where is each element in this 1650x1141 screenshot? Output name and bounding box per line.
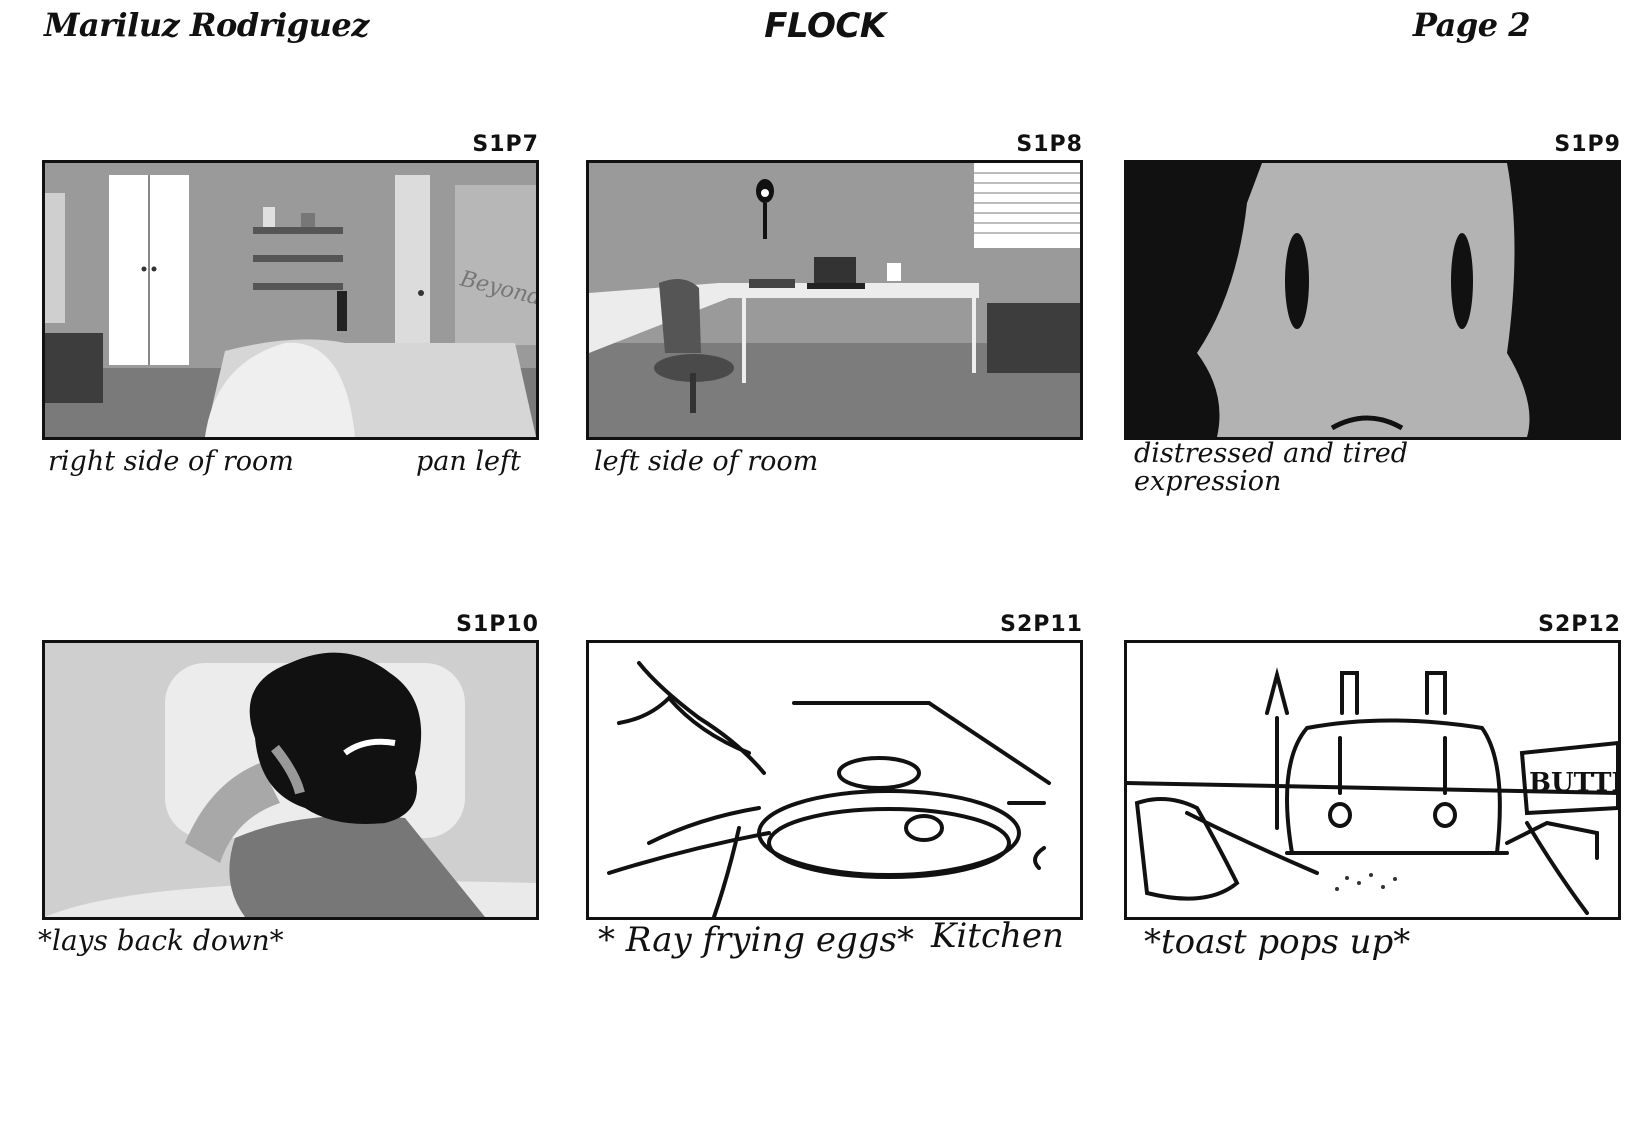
poster-shape — [455, 185, 536, 345]
panel-id: S2P12 — [1538, 612, 1621, 637]
caption-expression: distressed and tired expression — [1134, 438, 1409, 497]
face-closeup-illustration — [1127, 163, 1618, 437]
panel-frame — [586, 160, 1083, 440]
panel-frame — [586, 640, 1083, 920]
toaster-sketch: BUTTE — [1127, 643, 1618, 917]
caption-action: *toast pops up* — [1144, 922, 1411, 962]
caption-location: right side of room — [48, 446, 294, 477]
panel-id: S1P10 — [456, 612, 539, 637]
panel-s2p11: S2P11 * Ray frying eggs* Kitchen — [586, 612, 1083, 960]
bedroom-left-illustration — [589, 163, 1080, 437]
artist-name: Mariluz Rodriguez — [44, 6, 369, 44]
caption-camera-move: pan left — [416, 446, 521, 477]
right-eye-shape — [1451, 233, 1473, 329]
panel-frame: Beyond T — [42, 160, 539, 440]
bedroom-right-illustration: Beyond T — [45, 163, 536, 437]
page-number: Page 2 — [1412, 6, 1531, 44]
caption-action: *lays back down* — [38, 924, 284, 957]
panel-id: S1P8 — [1016, 132, 1083, 157]
frying-eggs-sketch — [589, 643, 1080, 917]
panel-frame — [1124, 160, 1621, 440]
panel-s1p10: S1P10 *lays back down* — [38, 612, 539, 957]
panel-id: S1P9 — [1554, 132, 1621, 157]
panel-frame — [42, 640, 539, 920]
panel-frame: BUTTE — [1124, 640, 1621, 920]
panel-s1p8: S1P8 left sid — [586, 132, 1083, 477]
panel-id: S1P7 — [472, 132, 539, 157]
left-eye-shape — [1285, 233, 1309, 329]
panel-s2p12: S2P12 BUTTE — [1124, 612, 1621, 962]
panel-s1p7: S1P7 Beyond T right side of room pan lef… — [42, 132, 539, 477]
caption-location: Kitchen — [931, 916, 1064, 956]
butter-dish-shape — [1519, 740, 1618, 816]
face-shape — [1197, 163, 1530, 437]
toaster-shape — [1285, 718, 1502, 855]
caption-action: * Ray frying eggs* — [598, 920, 914, 960]
caption-location: left side of room — [594, 446, 819, 477]
butter-label: BUTTE — [1529, 768, 1618, 798]
lying-down-illustration — [45, 643, 536, 917]
panel-id: S2P11 — [1000, 612, 1083, 637]
panel-s1p9: S1P9 distressed and tired expression — [1124, 132, 1621, 496]
